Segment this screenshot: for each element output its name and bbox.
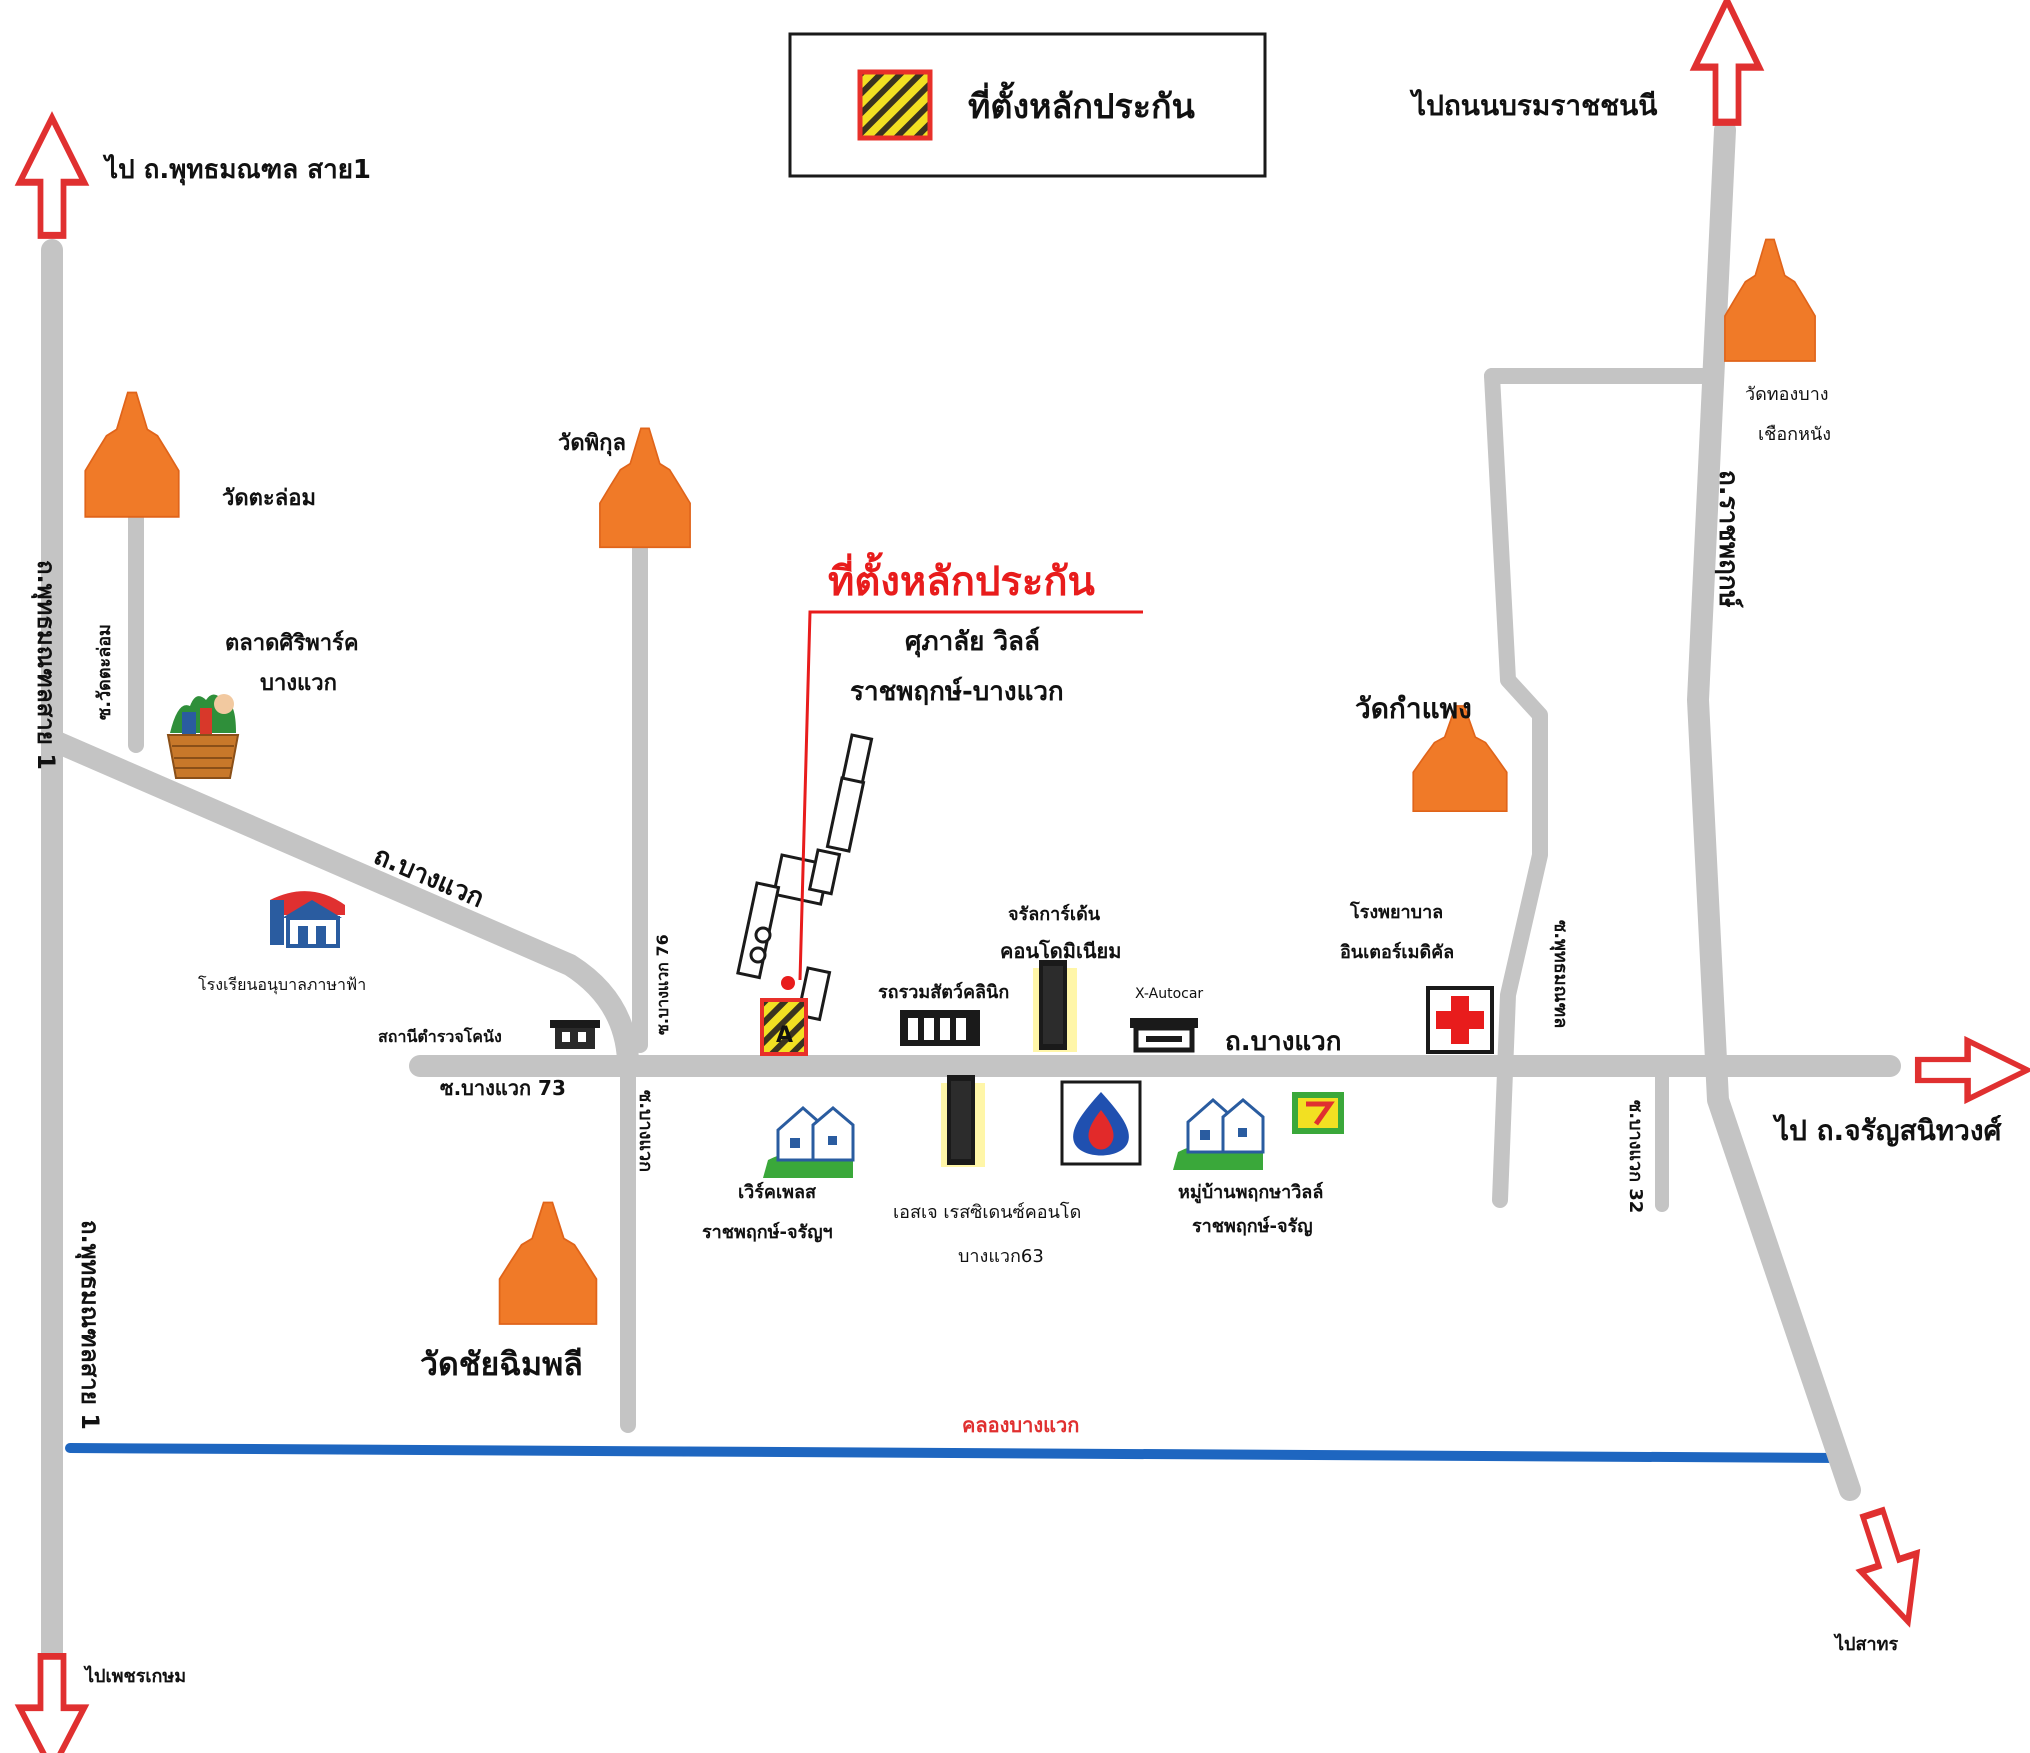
label-wat-taluan: วัดตะล่อม [222, 486, 316, 511]
direction-south-left: ไปเพชรเกษม [83, 1665, 186, 1687]
road-label-soi-east: ซ.พุทธมณฑล [1549, 920, 1571, 1028]
road-label-soi-32: ซ.บางแวก 32 [1625, 1100, 1646, 1213]
road-label-soi-73: ซ.บางแวก 73 [440, 1076, 566, 1100]
road-label-soi-76: ซ.บางแวก 76 [653, 934, 672, 1035]
convenience-store-icon [1292, 1092, 1344, 1134]
arrow-north-right [1695, 0, 1759, 122]
gas-station-icon [1060, 1080, 1142, 1166]
condo-tower-icon [1033, 960, 1077, 1052]
police-station-icon [550, 1020, 600, 1049]
arrow-east [1918, 1041, 2027, 1100]
village-house-icon [1171, 1098, 1265, 1172]
arrow-south-left [20, 1656, 84, 1753]
label-condo2-1: เอสเจ เรสซิเดนซ์คอนโด [893, 1201, 1081, 1223]
road-label-left-bottom: ถ.พุทธมณฑลสาย 1 [74, 1220, 104, 1430]
project-name-line1: ศุภาลัย วิลล์ [905, 626, 1040, 658]
label-canal: คลองบางแวก [962, 1413, 1079, 1437]
label-hospital-2: อินเตอร์เมดิคัล [1340, 941, 1454, 963]
arrow-south-east [1845, 1505, 1936, 1631]
market-basket-icon [166, 694, 240, 779]
label-condo-2: คอนโดมิเนียม [1000, 939, 1121, 963]
project-name-line2: ราชพฤกษ์-บางแวก [850, 676, 1064, 707]
hospital-icon [1426, 986, 1494, 1054]
label-village1-2: ราชพฤกษ์-จรัญฯ [702, 1221, 833, 1243]
temple-icon [1724, 238, 1816, 362]
road-label-ratchaphruek: ถ.ราชพฤกษ์ [1713, 470, 1744, 608]
label-village1-1: เวิร์คเพลส [738, 1181, 817, 1203]
arrow-north-left [20, 118, 84, 236]
school-icon [270, 891, 345, 948]
condo-tower-icon [941, 1075, 985, 1167]
road-network [41, 119, 1901, 1711]
label-xautocar: X-Autocar [1135, 986, 1203, 1002]
highlight-title: ที่ตั้งหลักประกัน [828, 552, 1095, 605]
label-market-1: ตลาดศิริพาร์ค [225, 630, 359, 656]
direction-south-right: ไปสาทร [1833, 1633, 1898, 1655]
clinic-icon [900, 1010, 980, 1046]
label-wat-thong: วัดทองบาง [1745, 384, 1829, 405]
property-marker-label: A [776, 1023, 793, 1048]
label-condo-1: จรัลการ์เด้น [1008, 903, 1101, 925]
road-label-left-top: ถ.พุทธมณฑลสาย 1 [30, 560, 60, 770]
legend-label: ที่ตั้งหลักประกัน [968, 81, 1195, 127]
label-village2-2: ราชพฤกษ์-จรัญ [1192, 1215, 1313, 1237]
canal [65, 1443, 1845, 1463]
label-clinic: รถรวมสัตว์คลินิก [878, 981, 1009, 1003]
car-showroom-icon [1130, 1018, 1198, 1053]
temple-icon [84, 391, 180, 518]
label-school: โรงเรียนอนุบาลภาษาฟ้า [198, 975, 366, 995]
road-label-soi-south: ซ.บางแวก [635, 1090, 656, 1172]
label-wat-thong-2: เชือกหนัง [1758, 424, 1831, 445]
village-house-icon [761, 1106, 855, 1180]
direction-north-left: ไป ถ.พุทธมณฑล สาย1 [102, 153, 371, 186]
property-marker [760, 998, 808, 1056]
label-wat-kamphaeng: วัดกำแพง [1355, 692, 1472, 725]
label-hospital-1: โรงพยาบาล [1349, 901, 1443, 923]
legend: ที่ตั้งหลักประกัน [788, 32, 1267, 178]
road-label-bangwaek-main: ถ.บางแวก [1225, 1027, 1342, 1057]
direction-north-right: ไปถนนบรมราชชนนี [1409, 89, 1657, 122]
legend-swatch [857, 69, 933, 141]
direction-east: ไป ถ.จรัญสนิทวงศ์ [1772, 1114, 2003, 1147]
label-wat-chai: วัดชัยฉิมพลี [420, 1345, 583, 1383]
property-site-plan: A [736, 610, 1143, 1056]
road-label-wat-soi: ซ.วัดตะล่อม [94, 624, 115, 720]
temple-icon [498, 1201, 598, 1325]
label-market-2: บางแวก [260, 671, 337, 696]
label-wat-phikul: วัดพิกุล [558, 431, 626, 457]
label-police: สถานีตำรวจโคนัง [378, 1026, 502, 1046]
label-village2-1: หมู่บ้านพฤกษาวิลล์ [1178, 1181, 1323, 1204]
label-condo2-2: บางแวก63 [958, 1246, 1044, 1267]
